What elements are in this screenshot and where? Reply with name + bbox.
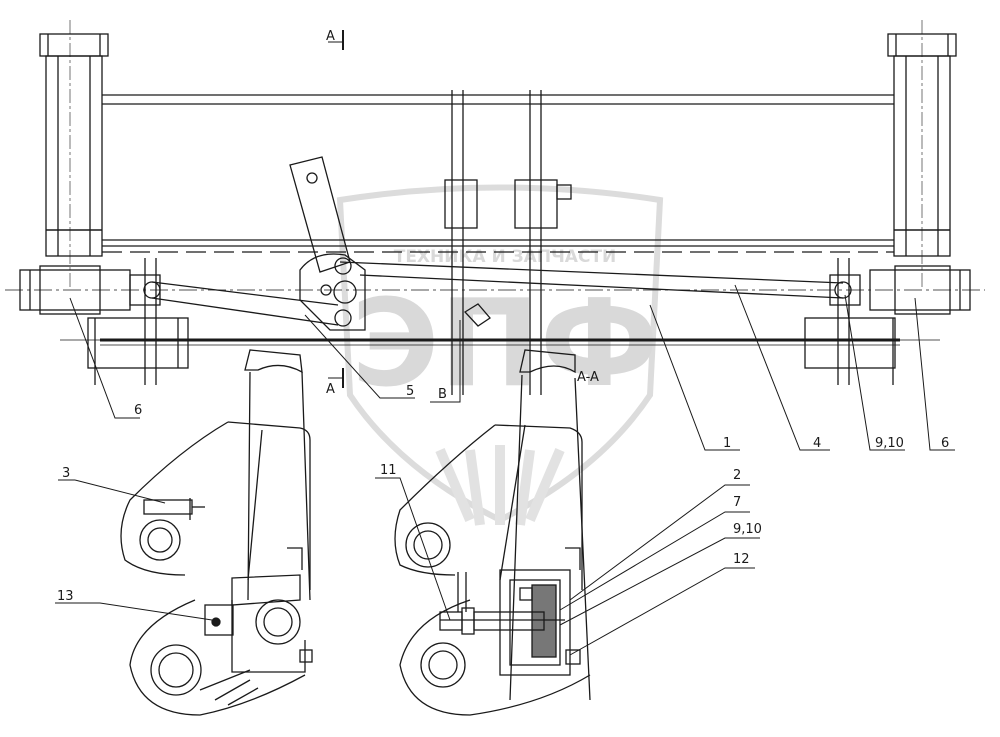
section-mark-a-bottom: A (326, 382, 335, 397)
watermark: ТЕХНИКА И ЗАПЧАСТИ ЭПФ (336, 184, 664, 526)
front-view (5, 20, 985, 395)
callout-label: 6 (941, 436, 949, 451)
section-mark-b: B (438, 387, 447, 402)
callout-label: 12 (733, 552, 750, 567)
section-view-a-a (394, 349, 591, 716)
callout-label: 7 (733, 495, 741, 510)
callout-labels: 1 2 3 4 5 6 6 7 9,10 9,10 11 12 13 (57, 384, 949, 604)
callout-label: 13 (57, 589, 74, 604)
section-mark-a-top: A (326, 29, 335, 44)
callout-label: 4 (813, 436, 821, 451)
watermark-monogram: ЭПФ (351, 275, 659, 414)
section-title: A-A (577, 370, 599, 385)
watermark-brand-text: ТЕХНИКА И ЗАПЧАСТИ (394, 247, 617, 267)
callout-label: 2 (733, 468, 741, 483)
callout-label: 9,10 (733, 522, 762, 537)
callout-label: 5 (406, 384, 414, 399)
section-marks: A A B A-A (326, 29, 599, 403)
side-view-left (120, 349, 313, 716)
callout-label: 3 (62, 466, 70, 481)
callout-label: 1 (723, 436, 731, 451)
callouts (55, 284, 955, 656)
callout-label: 6 (134, 403, 142, 418)
callout-label: 9,10 (875, 436, 904, 451)
callout-label: 11 (380, 463, 397, 478)
